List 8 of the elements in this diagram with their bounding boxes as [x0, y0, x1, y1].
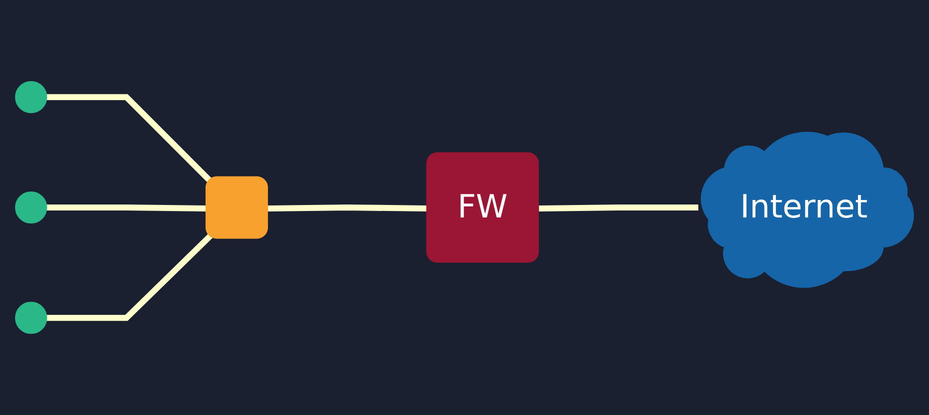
- node-circle: [15, 302, 48, 334]
- connector: [46, 234, 213, 321]
- node-circle: [15, 81, 48, 114]
- connector: [46, 204, 208, 212]
- node-circle: [15, 191, 48, 224]
- connector: [268, 204, 428, 212]
- connector: [46, 94, 213, 184]
- connector: [538, 204, 698, 212]
